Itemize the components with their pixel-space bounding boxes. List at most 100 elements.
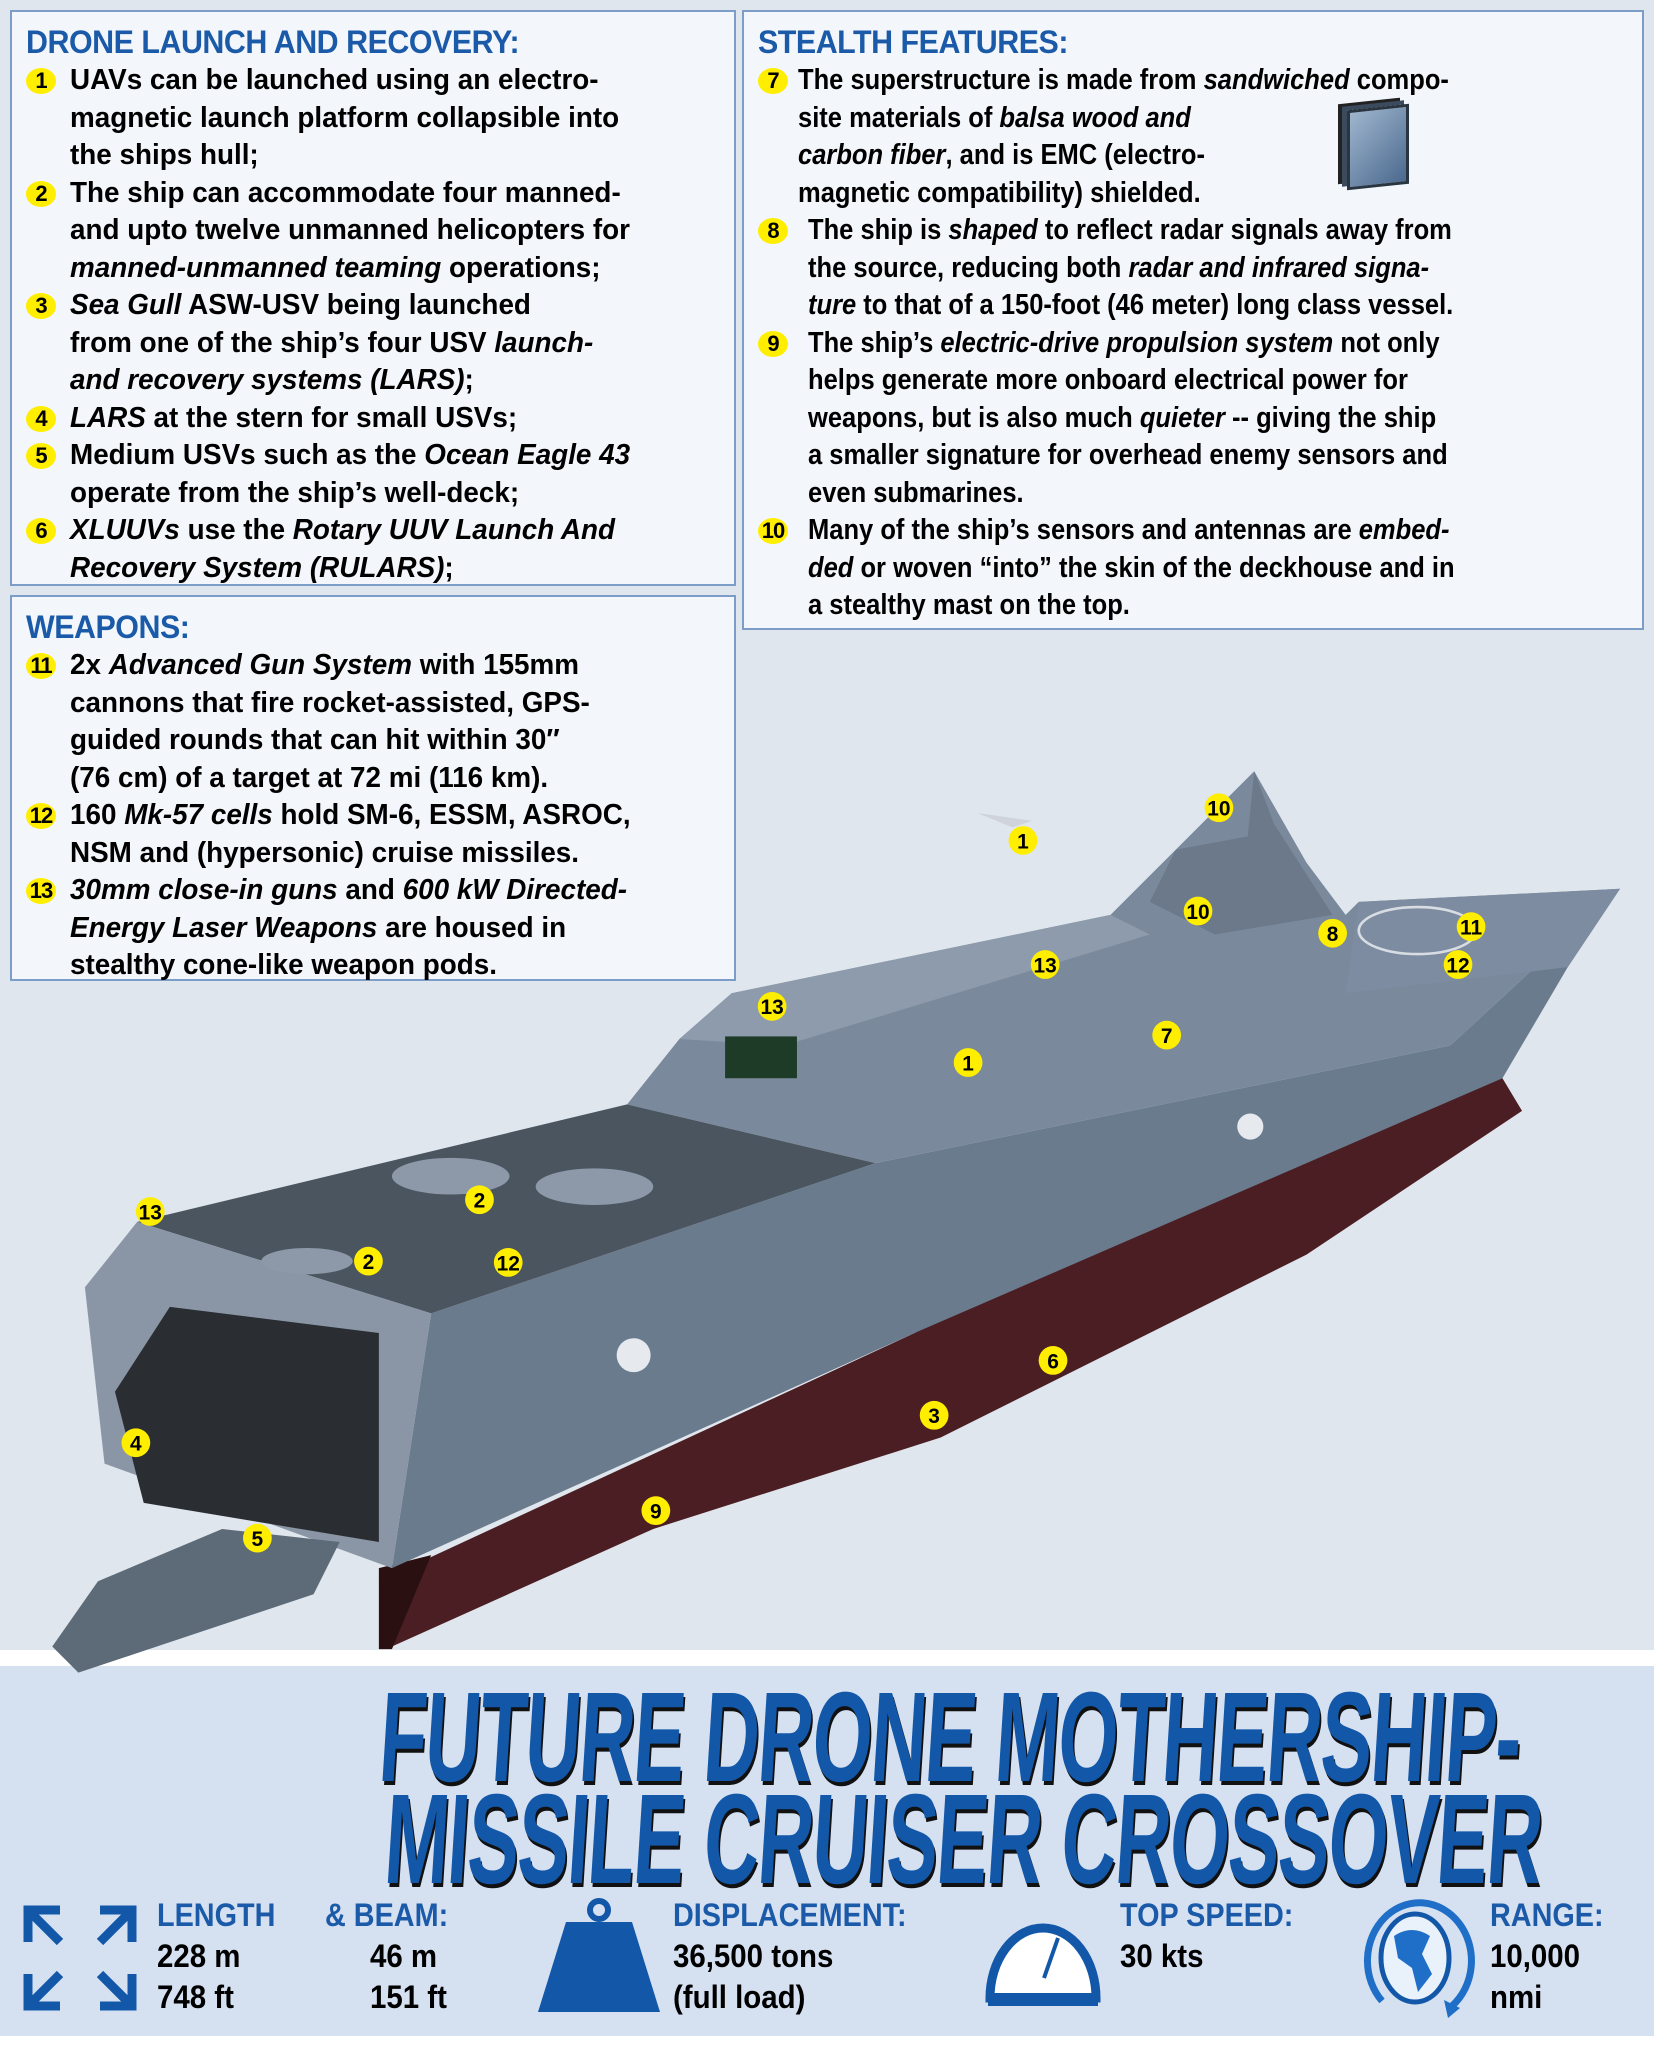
text-line: The ship is shaped to reflect radar sign…: [808, 212, 1530, 250]
list-item: 8 The ship is shaped to reflect radar sig…: [758, 212, 1628, 325]
text-line: The ship can accommodate four manned-: [70, 175, 694, 213]
ship-marker: 10: [1183, 896, 1213, 926]
text-segment: NSM and (hypersonic) cruise missiles.: [70, 836, 580, 869]
text-segment: magnetic compatibility) shielded.: [798, 176, 1201, 209]
text-segment: The superstructure is made from: [798, 64, 1204, 96]
text-line: (76 cm) of a target at 72 mi (116 km).: [70, 760, 694, 798]
text-segment: from one of the ship’s four USV: [70, 326, 495, 359]
text-line: a stealthy mast on the top.: [808, 587, 1530, 625]
length-m: 228 m: [157, 1938, 241, 1974]
text-line: Medium USVs such as the Ocean Eagle 43: [70, 437, 694, 475]
text-segment: a stealthy mast on the top.: [808, 589, 1130, 621]
number-badge: 8: [758, 218, 788, 244]
marker-circle: [1183, 896, 1213, 926]
marker-number: 5: [252, 1528, 264, 1551]
text-segment: a smaller signature for overhead enemy s…: [808, 439, 1448, 471]
marker-number: 3: [928, 1405, 940, 1428]
ship-marker: 11: [1456, 912, 1486, 942]
marker-number: 10: [1186, 901, 1209, 924]
text-line: Energy Laser Weapons are housed in: [70, 910, 694, 948]
ship-marker: 12: [1443, 950, 1473, 979]
italic-segment: shaped: [948, 214, 1038, 246]
panel-heading: WEAPONS:: [26, 609, 190, 645]
text-segment: even submarines.: [808, 476, 1024, 509]
text-line: guided rounds that can hit within 30″: [70, 722, 694, 760]
italic-segment: Sea Gull: [70, 289, 182, 321]
italic-segment: radar and infrared signa-: [1128, 251, 1430, 284]
text-segment: guided rounds that can hit within 30″: [70, 724, 560, 756]
marker-number: 4: [130, 1433, 142, 1456]
well-deck: [114, 1306, 379, 1543]
number-badge: 12: [26, 803, 56, 829]
italic-segment: balsa wood and: [999, 101, 1191, 134]
number-badge: 13: [26, 878, 56, 904]
marker-number: 11: [1460, 917, 1482, 940]
ship-marker: 13: [757, 991, 787, 1021]
text-segment: , and is EMC (electro-: [945, 139, 1205, 171]
composite-material-image: [1347, 103, 1409, 191]
text-segment: ;: [464, 364, 474, 396]
italic-segment: carbon fiber: [798, 139, 946, 171]
marker-circle: [493, 1248, 523, 1277]
marker-circle: [465, 1185, 494, 1215]
text-segment: UAVs can be launched using an electro-: [70, 64, 599, 96]
text-segment: ASW-USV being launched: [181, 289, 531, 321]
text-segment: The ship can accommodate four manned-: [70, 176, 621, 209]
text-line: Sea Gull ASW-USV being launched: [70, 287, 694, 325]
title-line-2: MISSILE CRUISER CROSSOVER: [0, 1766, 1654, 1913]
italic-segment: Recovery System (RULARS): [70, 551, 445, 584]
ship-marker: 9: [641, 1496, 671, 1526]
range-value: 10,000: [1490, 1938, 1581, 1974]
number-badge: 11: [26, 653, 56, 679]
number-badge: 10: [758, 518, 788, 544]
marker-number: 2: [474, 1190, 486, 1213]
text-segment: site materials of: [798, 101, 1000, 134]
radome: [1237, 1113, 1264, 1140]
marker-number: 9: [650, 1501, 662, 1524]
marker-circle: [1204, 793, 1234, 823]
text-line: 2x Advanced Gun System with 155mm: [70, 647, 694, 685]
helicopter: [535, 1168, 654, 1205]
ship-marker: 4: [121, 1428, 151, 1458]
ship-marker: 13: [135, 1197, 165, 1226]
italic-segment: electric-drive propulsion system: [940, 326, 1334, 359]
text-segment: hold SM-6, ESSM, ASROC,: [272, 799, 631, 831]
text-line: XLUUVs use the Rotary UUV Launch And: [70, 512, 694, 550]
text-segment: at the stern for small USVs;: [145, 401, 518, 434]
text-line: weapons, but is also much quieter -- giv…: [808, 400, 1530, 438]
text-segment: The ship’s: [808, 326, 941, 359]
panel-heading: STEALTH FEATURES:: [758, 24, 1068, 60]
marker-circle: [1318, 918, 1347, 948]
italic-segment: quieter: [1139, 401, 1225, 434]
text-line: UAVs can be launched using an electro-: [70, 62, 694, 100]
marker-number: 8: [1327, 923, 1339, 946]
ship-marker: 12: [493, 1248, 523, 1277]
italic-segment: Rotary UUV Launch And: [292, 514, 616, 546]
text-segment: stealthy cone-like weapon pods.: [70, 949, 497, 981]
displacement-note: (full load): [673, 1979, 806, 2015]
beam-label: & BEAM:: [325, 1897, 449, 1933]
italic-segment: XLUUVs: [70, 514, 180, 546]
ship-marker: 1: [953, 1048, 983, 1077]
text-line: and recovery systems (LARS);: [70, 362, 694, 400]
length-ft: 748 ft: [157, 1979, 234, 2015]
text-line: from one of the ship’s four USV launch-: [70, 325, 694, 363]
text-line: manned-unmanned teaming operations;: [70, 250, 694, 288]
text-line: magnetic compatibility) shielded.: [798, 175, 1528, 213]
text-line: ded or woven “into” the skin of the deck…: [808, 550, 1530, 588]
rudder: [378, 1555, 432, 1650]
text-segment: and: [337, 874, 403, 906]
text-line: magnetic launch platform collapsible int…: [70, 100, 694, 138]
helicopter: [391, 1157, 510, 1195]
marker-circle: [354, 1246, 383, 1276]
text-segment: are housed in: [377, 911, 567, 944]
italic-segment: Advanced Gun System: [108, 649, 412, 681]
text-line: the ships hull;: [70, 137, 694, 175]
marker-number: 6: [1047, 1350, 1059, 1373]
italic-segment: embed-: [1358, 514, 1450, 546]
text-segment: cannons that fire rocket-assisted, GPS-: [70, 686, 590, 719]
